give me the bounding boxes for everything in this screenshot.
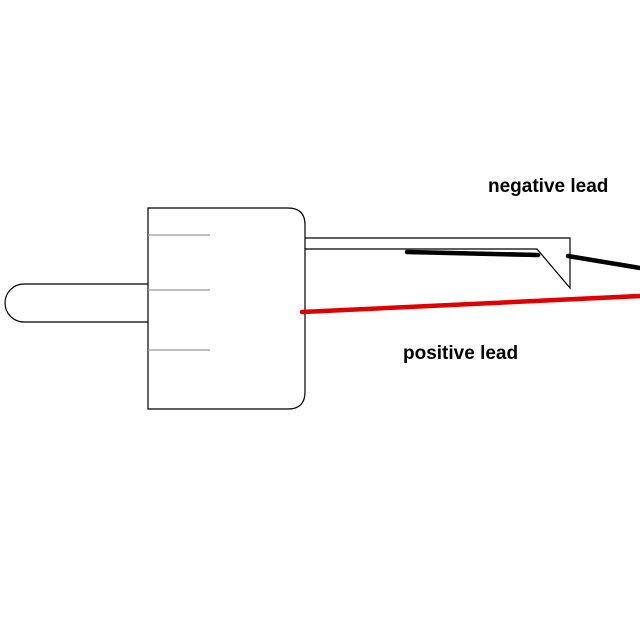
negative-lead-label: negative lead: [488, 176, 608, 197]
center-pin: [4, 283, 148, 323]
plug-body: [147, 207, 306, 410]
negative-lead-wire: [565, 253, 640, 271]
negative-lead-wire: [404, 249, 541, 258]
positive-lead-label: positive lead: [403, 343, 518, 364]
ground-tab: [305, 237, 571, 290]
positive-lead-wire: [299, 293, 640, 315]
